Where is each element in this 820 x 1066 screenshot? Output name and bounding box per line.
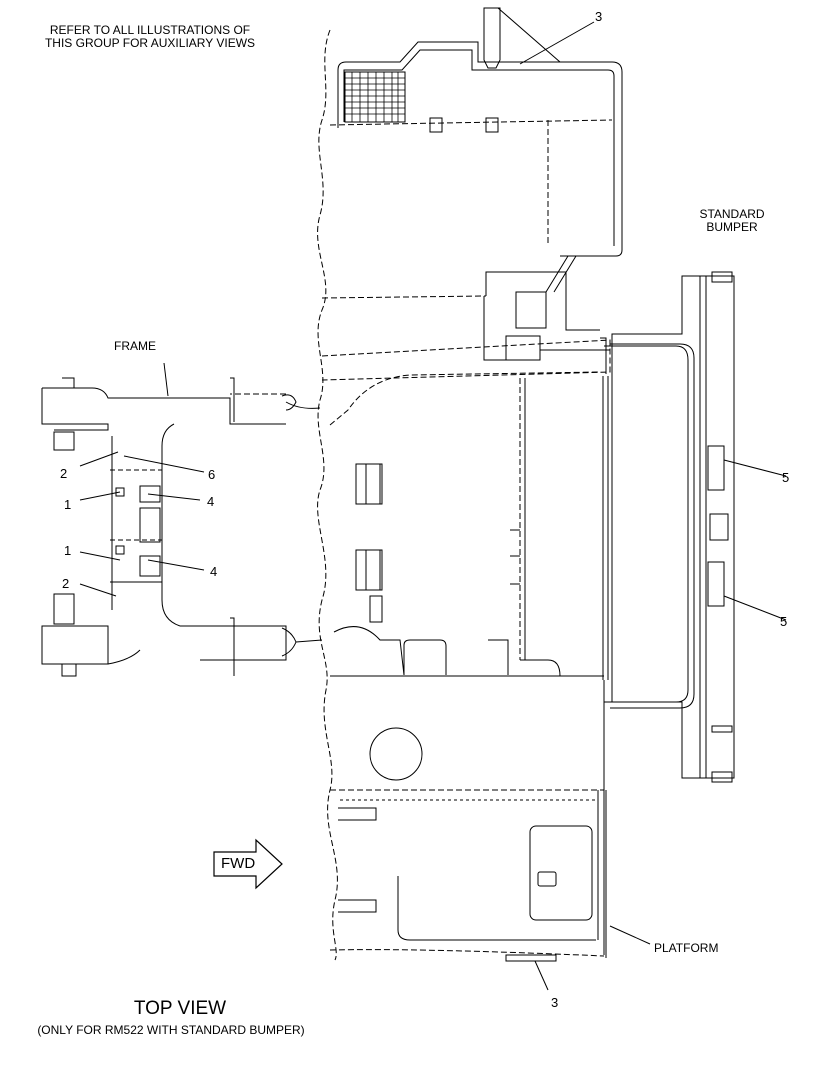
- header-note: REFER TO ALL ILLUSTRATIONS OF THIS GROUP…: [30, 24, 270, 50]
- callout-5-upper: 5: [782, 470, 790, 485]
- callout-4-lower: 4: [210, 564, 218, 579]
- callout-2-lower: 2: [62, 576, 70, 591]
- header-note-line-2: THIS GROUP FOR AUXILIARY VIEWS: [44, 36, 256, 50]
- callout-2-upper: 2: [60, 466, 68, 481]
- callout-1-upper: 1: [64, 497, 72, 512]
- standard-bumper-line-2: BUMPER: [706, 220, 758, 234]
- grille-area: [329, 7, 623, 293]
- frame-label: FRAME: [114, 339, 156, 353]
- header-note-line-1: REFER TO ALL ILLUSTRATIONS OF: [49, 23, 251, 37]
- callout-leaders: [519, 21, 595, 65]
- platform-label: PLATFORM: [654, 941, 719, 955]
- platform-outline: [605, 790, 651, 958]
- machine-body-outline: [317, 29, 338, 961]
- center-frame: [329, 371, 609, 680]
- standard-bumper-line-1: STANDARD: [699, 207, 765, 221]
- frame-auxiliary-view: [41, 362, 323, 677]
- standard-bumper: [604, 271, 787, 783]
- callout-5-lower: 5: [780, 614, 788, 629]
- callout-3-bottom: 3: [551, 995, 559, 1010]
- fwd-label: FWD: [221, 855, 256, 872]
- standard-bumper-label: STANDARD BUMPER: [690, 208, 774, 234]
- caption-subtitle: (ONLY FOR RM522 WITH STANDARD BUMPER): [37, 1023, 305, 1037]
- cross-beam: [321, 271, 611, 381]
- grille-slats: [345, 72, 405, 122]
- callout-3-top: 3: [595, 9, 603, 24]
- callout-1-lower: 1: [64, 543, 72, 558]
- callout-6: 6: [208, 467, 216, 482]
- callout-4-upper: 4: [207, 494, 215, 509]
- lower-body: [329, 680, 605, 991]
- caption-title: TOP VIEW: [133, 998, 227, 1019]
- fwd-arrow-shape: [213, 838, 283, 890]
